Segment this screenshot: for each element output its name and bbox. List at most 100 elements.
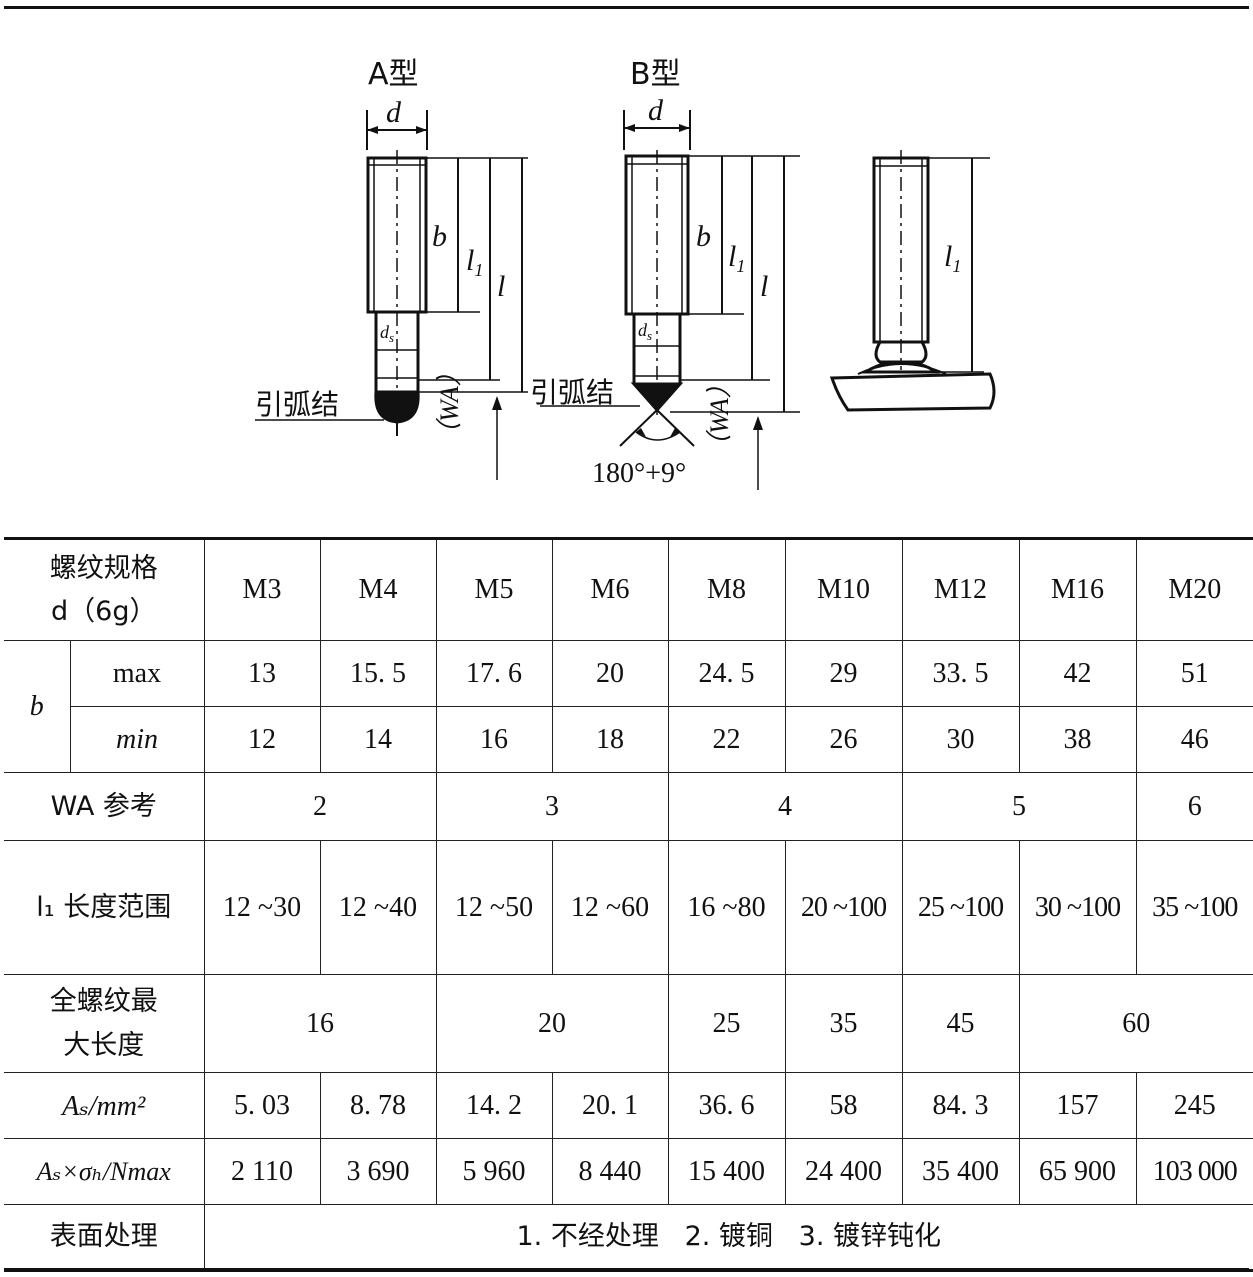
welded-l1-label: l1 (944, 240, 961, 276)
as-cell: 20. 1 (551, 1072, 669, 1139)
type-a-l1-label: l1 (466, 244, 483, 280)
l1-cell: 35 ~100 (1135, 840, 1253, 975)
b-max-row: b max 13 15. 5 17. 6 20 24. 5 29 33. 5 4… (4, 640, 1253, 773)
b-min-cell: 26 (784, 706, 903, 773)
wa-cell: 5 (901, 772, 1137, 841)
b-label: b (4, 640, 71, 773)
type-a-d-label: d (386, 96, 402, 129)
force-label: Aₛ×σₕ/Nmax (4, 1138, 205, 1205)
b-max-cell: 13 (203, 640, 321, 707)
type-b-ds-label: ds (638, 320, 652, 343)
as-cell: 157 (1018, 1072, 1137, 1139)
as-cell: 58 (784, 1072, 903, 1139)
type-a-arc-ball-label: 引弧结 (255, 388, 339, 421)
welded-stud-drawing: l1 (829, 150, 996, 412)
as-cell: 84. 3 (901, 1072, 1020, 1139)
l1-cell: 12 ~40 (319, 840, 437, 975)
as-cell: 36. 6 (667, 1072, 786, 1139)
type-a-b-label: b (432, 220, 447, 253)
b-max-cell: 24. 5 (667, 640, 786, 707)
l1-cell: 12 ~60 (551, 840, 669, 975)
force-cell: 5 960 (435, 1138, 553, 1205)
size-cell: M3 (203, 537, 321, 641)
full-thread-label: 全螺纹最 大长度 (4, 974, 205, 1073)
full-thread-cell: 45 (901, 974, 1020, 1073)
type-b-d-label: d (648, 94, 664, 127)
type-b-label: B型 (630, 57, 681, 92)
l1-label: l₁ 长度范围 (4, 840, 205, 975)
size-cell: M20 (1135, 537, 1253, 641)
force-cell: 103 000 (1135, 1138, 1253, 1205)
full-thread-cell: 25 (667, 974, 786, 1073)
wa-cell: 6 (1135, 772, 1253, 841)
b-min-cell: 18 (551, 706, 669, 773)
type-b-l-label: l (760, 270, 768, 303)
b-min-cell: 14 (319, 706, 437, 773)
wa-cell: 3 (435, 772, 669, 841)
b-min-cell: 22 (667, 706, 786, 773)
top-rule (4, 6, 1249, 9)
size-cell: M6 (551, 537, 669, 641)
as-cell: 8. 78 (319, 1072, 437, 1139)
b-max-cell: 20 (551, 640, 669, 707)
b-max-cell: 15. 5 (319, 640, 437, 707)
l1-cell: 25 ~100 (901, 840, 1020, 975)
stud-drawing: A型 d ds b l1 l （WA） (255, 57, 996, 490)
full-thread-row: 全螺纹最 大长度 16 20 25 35 45 60 (4, 974, 1253, 1073)
surface-label: 表面处理 (4, 1204, 205, 1272)
wa-row: WA 参考 2 3 4 5 6 (4, 772, 1253, 841)
l1-cell: 20 ~100 (784, 840, 903, 975)
type-a-ds-label: ds (380, 322, 394, 345)
force-cell: 65 900 (1018, 1138, 1137, 1205)
type-b-stud-drawing: B型 d ds 180°+9° b l1 l (530, 57, 800, 490)
type-b-arc-ball-label: 引弧结 (530, 376, 614, 409)
force-cell: 2 110 (203, 1138, 321, 1205)
bottom-rule (4, 1268, 1249, 1271)
as-row: Aₛ/mm² 5. 03 8. 78 14. 2 20. 1 36. 6 58 … (4, 1072, 1253, 1139)
b-max-cell: 29 (784, 640, 903, 707)
full-thread-cell: 60 (1018, 974, 1253, 1073)
full-thread-cell: 16 (203, 974, 437, 1073)
surface-value: 1. 不经处理 2. 镀铜 3. 镀锌钝化 (203, 1204, 1253, 1272)
force-cell: 15 400 (667, 1138, 786, 1205)
b-max-cell: 33. 5 (901, 640, 1020, 707)
type-a-label: A型 (368, 57, 419, 92)
full-thread-cell: 35 (784, 974, 903, 1073)
l1-row: l₁ 长度范围 12 ~30 12 ~40 12 ~50 12 ~60 16 ~… (4, 840, 1253, 975)
type-b-angle-label: 180°+9° (592, 458, 686, 489)
b-max-cell: 51 (1135, 640, 1253, 707)
full-thread-cell: 20 (435, 974, 669, 1073)
force-row: Aₛ×σₕ/Nmax 2 110 3 690 5 960 8 440 15 40… (4, 1138, 1253, 1205)
as-cell: 5. 03 (203, 1072, 321, 1139)
b-min-cell: 30 (901, 706, 1020, 773)
thread-spec-row: 螺纹规格 d（6g） M3 M4 M5 M6 M8 M10 M12 M16 M2… (4, 537, 1253, 641)
size-cell: M4 (319, 537, 437, 641)
b-min-cell: 38 (1018, 706, 1137, 773)
wa-cell: 2 (203, 772, 437, 841)
thread-spec-label: 螺纹规格 d（6g） (4, 537, 205, 641)
surface-row: 表面处理 1. 不经处理 2. 镀铜 3. 镀锌钝化 (4, 1204, 1253, 1272)
b-min-cell: 16 (435, 706, 553, 773)
type-a-wa-label: （WA） (435, 360, 464, 448)
as-cell: 14. 2 (435, 1072, 553, 1139)
stud-spec-table: 螺纹规格 d（6g） M3 M4 M5 M6 M8 M10 M12 M16 M2… (4, 537, 1253, 1272)
as-label: Aₛ/mm² (4, 1072, 205, 1139)
size-cell: M16 (1018, 537, 1137, 641)
type-a-l-label: l (497, 270, 505, 303)
b-max-label: max (69, 640, 205, 707)
l1-cell: 30 ~100 (1018, 840, 1137, 975)
b-min-row: min 12 14 16 18 22 26 30 38 46 (4, 706, 1253, 773)
wa-cell: 4 (667, 772, 903, 841)
type-b-l1-label: l1 (728, 240, 745, 276)
size-cell: M5 (435, 537, 553, 641)
b-max-cell: 17. 6 (435, 640, 553, 707)
type-b-wa-label: （WA） (705, 372, 734, 460)
b-min-cell: 46 (1135, 706, 1253, 773)
as-cell: 245 (1135, 1072, 1253, 1139)
b-min-label: min (70, 706, 205, 773)
force-cell: 8 440 (551, 1138, 669, 1205)
l1-cell: 12 ~30 (203, 840, 321, 975)
force-cell: 3 690 (319, 1138, 437, 1205)
l1-cell: 16 ~80 (667, 840, 786, 975)
wa-label: WA 参考 (4, 772, 205, 841)
